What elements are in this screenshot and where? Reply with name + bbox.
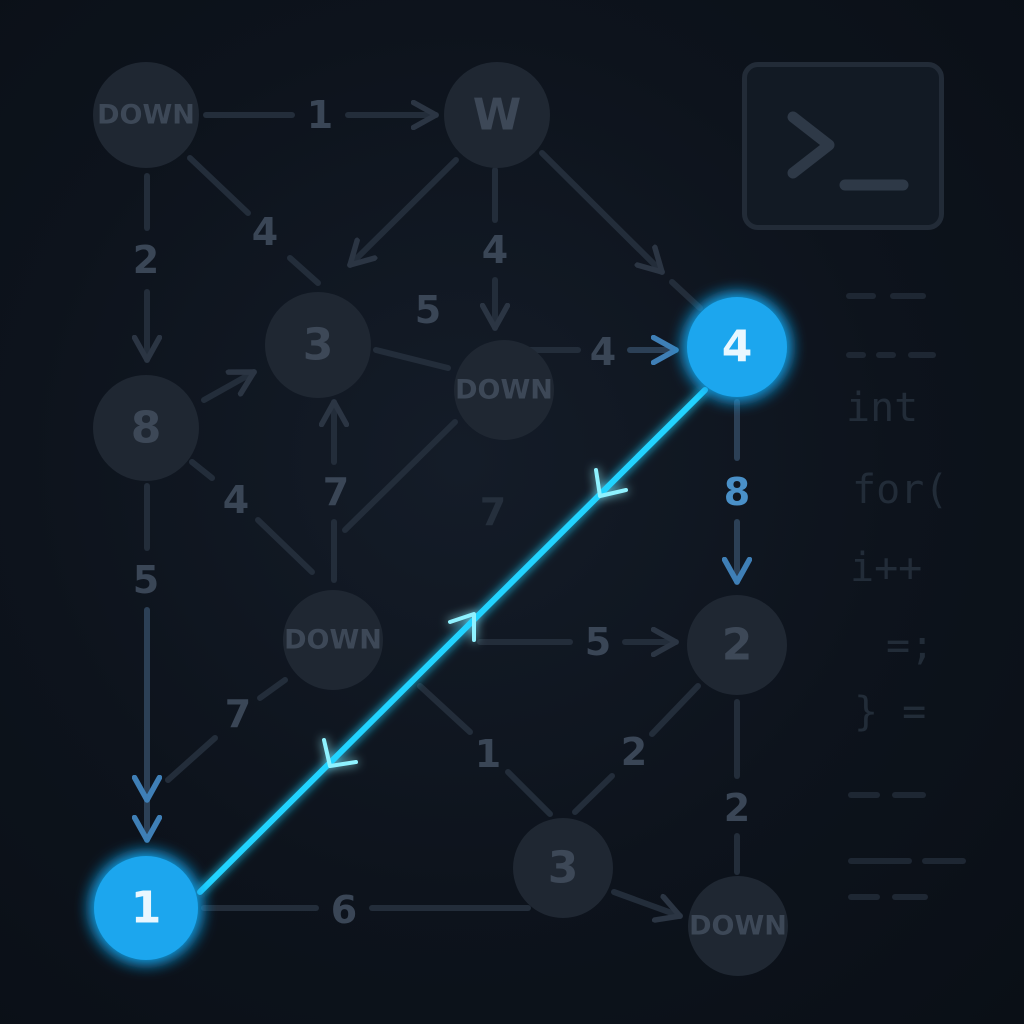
- node-down[interactable]: DOWN: [93, 62, 199, 168]
- edge-3b-2: [572, 773, 615, 815]
- code-dash: [890, 293, 926, 299]
- edge-label: 7: [480, 490, 506, 534]
- edge-label: 4: [590, 330, 616, 374]
- terminal-glyph-icon: [787, 111, 909, 191]
- code-dash: [848, 792, 880, 798]
- code-dash: [846, 352, 866, 358]
- path-arrow-up: [448, 612, 476, 642]
- code-dash: [876, 352, 896, 358]
- code-line-eq: =;: [886, 623, 935, 669]
- node-label: W: [473, 90, 522, 141]
- edge-downcenter-1-2: [165, 735, 218, 783]
- edge-label: 1: [307, 93, 333, 137]
- edge-w-3: [347, 157, 459, 268]
- node-label: DOWN: [689, 911, 787, 942]
- edge-label: 7: [323, 470, 349, 514]
- highlight-line: [197, 387, 708, 895]
- node-label: 2: [722, 620, 753, 671]
- node-label: 4: [722, 322, 753, 373]
- path-arrow-down-2: [322, 738, 358, 768]
- code-dash: [892, 894, 928, 900]
- node-label: 3: [548, 843, 579, 894]
- node-4-active[interactable]: 4: [687, 297, 787, 397]
- edges: 1 2 4 4 5 4 4 5: [133, 93, 750, 932]
- node-label: 1: [131, 883, 162, 934]
- code-dash: [892, 792, 926, 798]
- node-8[interactable]: 8: [93, 375, 199, 481]
- edge-label: 5: [415, 288, 441, 332]
- code-dash: [908, 352, 936, 358]
- node-2[interactable]: 2: [687, 595, 787, 695]
- code-line-brace: } =: [854, 689, 927, 735]
- edge-label: 2: [724, 786, 750, 830]
- edge-label: 5: [585, 620, 611, 664]
- edge-downtl-3: [187, 155, 251, 216]
- edge-downcenter-1: [257, 677, 288, 701]
- edge-label: 4: [252, 210, 278, 254]
- node-down[interactable]: DOWN: [454, 340, 554, 440]
- code-panel: int for( i++ =; } =: [846, 280, 1016, 920]
- edge-downcenter-3b: [417, 683, 473, 735]
- edge-downmid-downcenter: [342, 419, 458, 533]
- edge-label: 7: [225, 692, 251, 736]
- edge-w-4: [539, 150, 665, 275]
- path-arrow-down-1: [594, 468, 628, 498]
- edge-8-3: [201, 369, 257, 403]
- edge-downcenter-3b-2: [505, 769, 553, 817]
- highlighted-path: [197, 387, 708, 895]
- edge-w-4-2: [669, 279, 703, 311]
- node-down[interactable]: DOWN: [688, 876, 788, 976]
- code-dash: [922, 858, 966, 864]
- node-label: DOWN: [97, 100, 195, 131]
- edge-3-downmid: [373, 347, 451, 371]
- node-label: 3: [303, 320, 334, 371]
- node-label: DOWN: [455, 375, 553, 406]
- edge-label: 2: [133, 238, 159, 282]
- edge-label: 2: [621, 730, 647, 774]
- terminal-prompt-icon[interactable]: [742, 62, 944, 230]
- node-label: 8: [131, 403, 162, 454]
- code-line-inc: i++: [850, 545, 923, 591]
- code-line-for: for(: [852, 467, 949, 513]
- edge-label: 5: [133, 558, 159, 602]
- code-line-int: int: [846, 385, 919, 431]
- node-w[interactable]: W: [444, 62, 550, 168]
- edge-3b-downbr: [611, 889, 683, 916]
- node-3[interactable]: 3: [265, 292, 371, 398]
- node-3[interactable]: 3: [513, 818, 613, 918]
- code-dash: [848, 858, 912, 864]
- edge-label: 8: [724, 470, 750, 514]
- edge-label: 1: [475, 732, 501, 776]
- nodes: DOWN W 3 DOWN 8 4 DOWN 2: [93, 62, 788, 976]
- node-down[interactable]: DOWN: [283, 590, 383, 690]
- code-dash: [848, 894, 880, 900]
- node-1-active[interactable]: 1: [94, 856, 198, 960]
- code-dash: [846, 293, 876, 299]
- edge-8-downcenter: [189, 459, 215, 481]
- edge-downtl-3-2: [287, 255, 321, 286]
- edge-label: 4: [482, 228, 508, 272]
- node-label: DOWN: [284, 625, 382, 656]
- edge-label: 6: [331, 888, 357, 932]
- edge-label: 4: [223, 478, 249, 522]
- edge-3b-2-2: [649, 683, 701, 737]
- edge-8-downcenter-2: [255, 517, 315, 575]
